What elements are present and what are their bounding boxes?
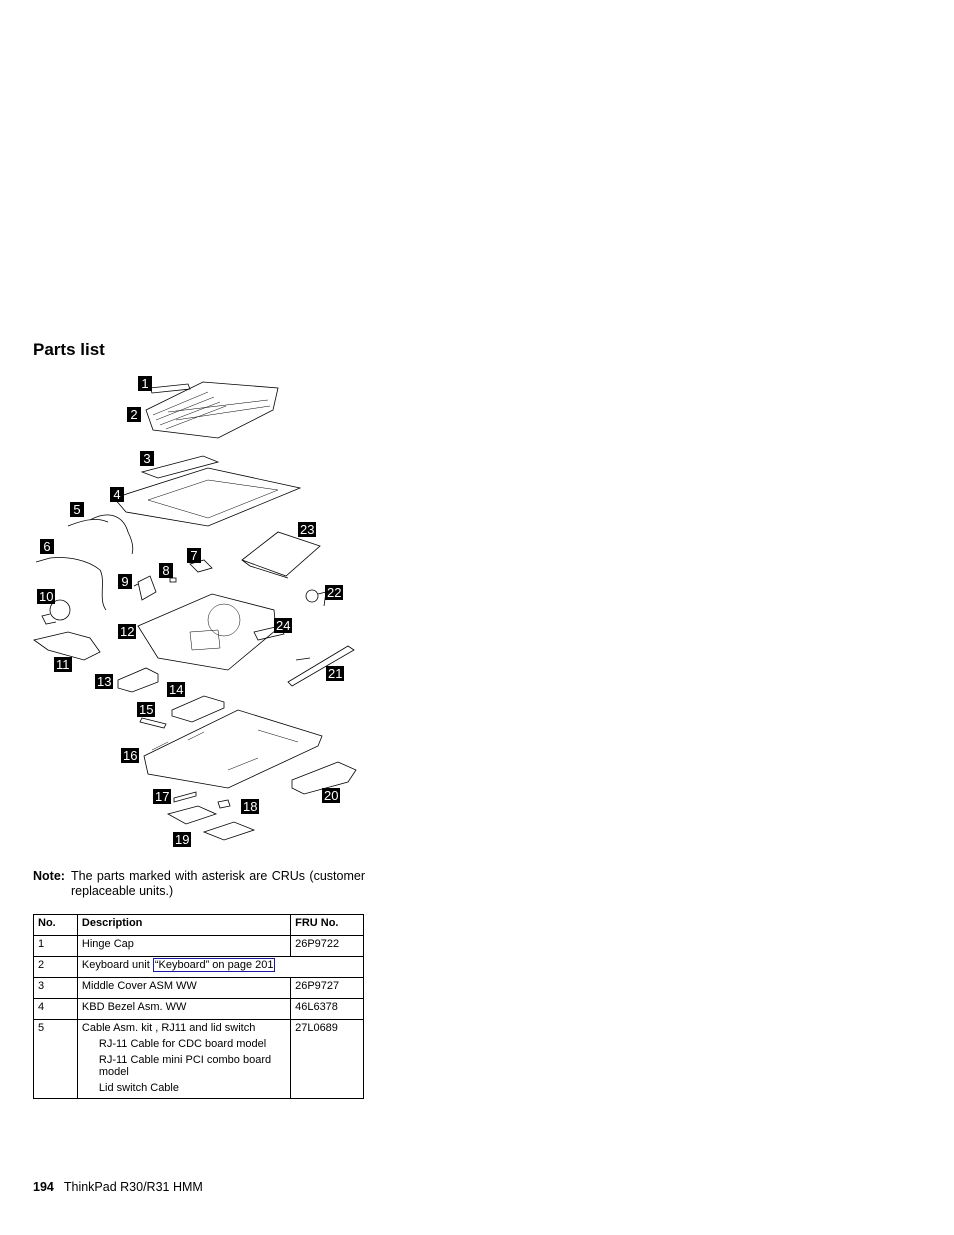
table-header-row: No. Description FRU No. [33,914,364,936]
section-title: Parts list [33,340,105,359]
page-footer: 194 ThinkPad R30/R31 HMM [33,1180,203,1194]
callout-23: 23 [298,522,317,537]
callout-15: 15 [137,702,156,717]
row-no: 5 [33,1019,78,1099]
row-description: Cable Asm. kit , RJ11 and lid switch RJ-… [76,1019,292,1099]
sub-item: RJ-11 Cable mini PCI combo board model [98,1054,272,1078]
callout-2: 2 [127,407,141,422]
callout-18: 18 [241,799,260,814]
row-description: Hinge Cap [76,935,292,957]
footer-title: ThinkPad R30/R31 HMM [63,1180,203,1194]
row-description: KBD Bezel Asm. WW [76,998,292,1020]
table-row: 5 Cable Asm. kit , RJ11 and lid switch R… [33,1019,364,1099]
callout-17: 17 [153,789,172,804]
table-row: 1 Hinge Cap 26P9722 [33,935,364,957]
callout-1: 1 [138,376,152,391]
callout-10: 10 [37,589,56,604]
row-description: Keyboard unit “Keyboard” on page 201 [76,956,365,978]
callout-4: 4 [110,487,124,502]
parts-table: No. Description FRU No. 1 Hinge Cap 26P9… [33,914,365,1099]
table-row: 2 Keyboard unit “Keyboard” on page 201 [33,956,365,978]
callout-5: 5 [70,502,84,517]
row-description: Middle Cover ASM WW [76,977,292,999]
parts-drawing [33,381,357,841]
callout-6: 6 [40,539,54,554]
note: Note: The parts marked with asterisk are… [33,869,365,899]
note-label: Note: [33,869,65,883]
callout-11: 11 [54,657,72,672]
row-no: 4 [33,998,78,1020]
callout-7: 7 [187,548,201,563]
callout-14: 14 [167,682,186,697]
header-description: Description [76,914,292,936]
table-row: 4 KBD Bezel Asm. WW 46L6378 [33,998,364,1020]
callout-19: 19 [173,832,192,847]
row-description-text: Cable Asm. kit , RJ11 and lid switch [81,1022,256,1034]
callout-24: 24 [274,618,293,633]
exploded-parts-diagram: 1 2 3 4 5 6 7 8 9 10 11 12 13 14 15 16 1… [28,370,368,855]
keyboard-page-link[interactable]: “Keyboard” on page 201 [152,958,276,972]
callout-9: 9 [118,574,132,589]
row-fru: 46L6378 [290,998,364,1020]
row-fru: 26P9727 [290,977,364,999]
header-fru: FRU No. [290,914,364,936]
callout-16: 16 [121,748,140,763]
row-no: 2 [33,956,78,978]
callout-13: 13 [95,674,114,689]
note-text: The parts marked with asterisk are CRUs … [71,869,365,898]
callout-3: 3 [140,451,154,466]
callout-22: 22 [325,585,344,600]
row-no: 3 [33,977,78,999]
callout-8: 8 [159,563,173,578]
header-no: No. [33,914,78,936]
callout-21: 21 [326,666,345,681]
callout-20: 20 [322,788,341,803]
row-description-text: Keyboard unit [81,959,153,971]
row-fru: 27L0689 [290,1019,364,1099]
callout-12: 12 [118,624,137,639]
row-no: 1 [33,935,78,957]
sub-item: RJ-11 Cable for CDC board model [98,1038,267,1050]
row-fru: 26P9722 [290,935,364,957]
sub-item: Lid switch Cable [98,1082,179,1094]
table-row: 3 Middle Cover ASM WW 26P9727 [33,977,364,999]
page-number: 194 [33,1180,54,1194]
